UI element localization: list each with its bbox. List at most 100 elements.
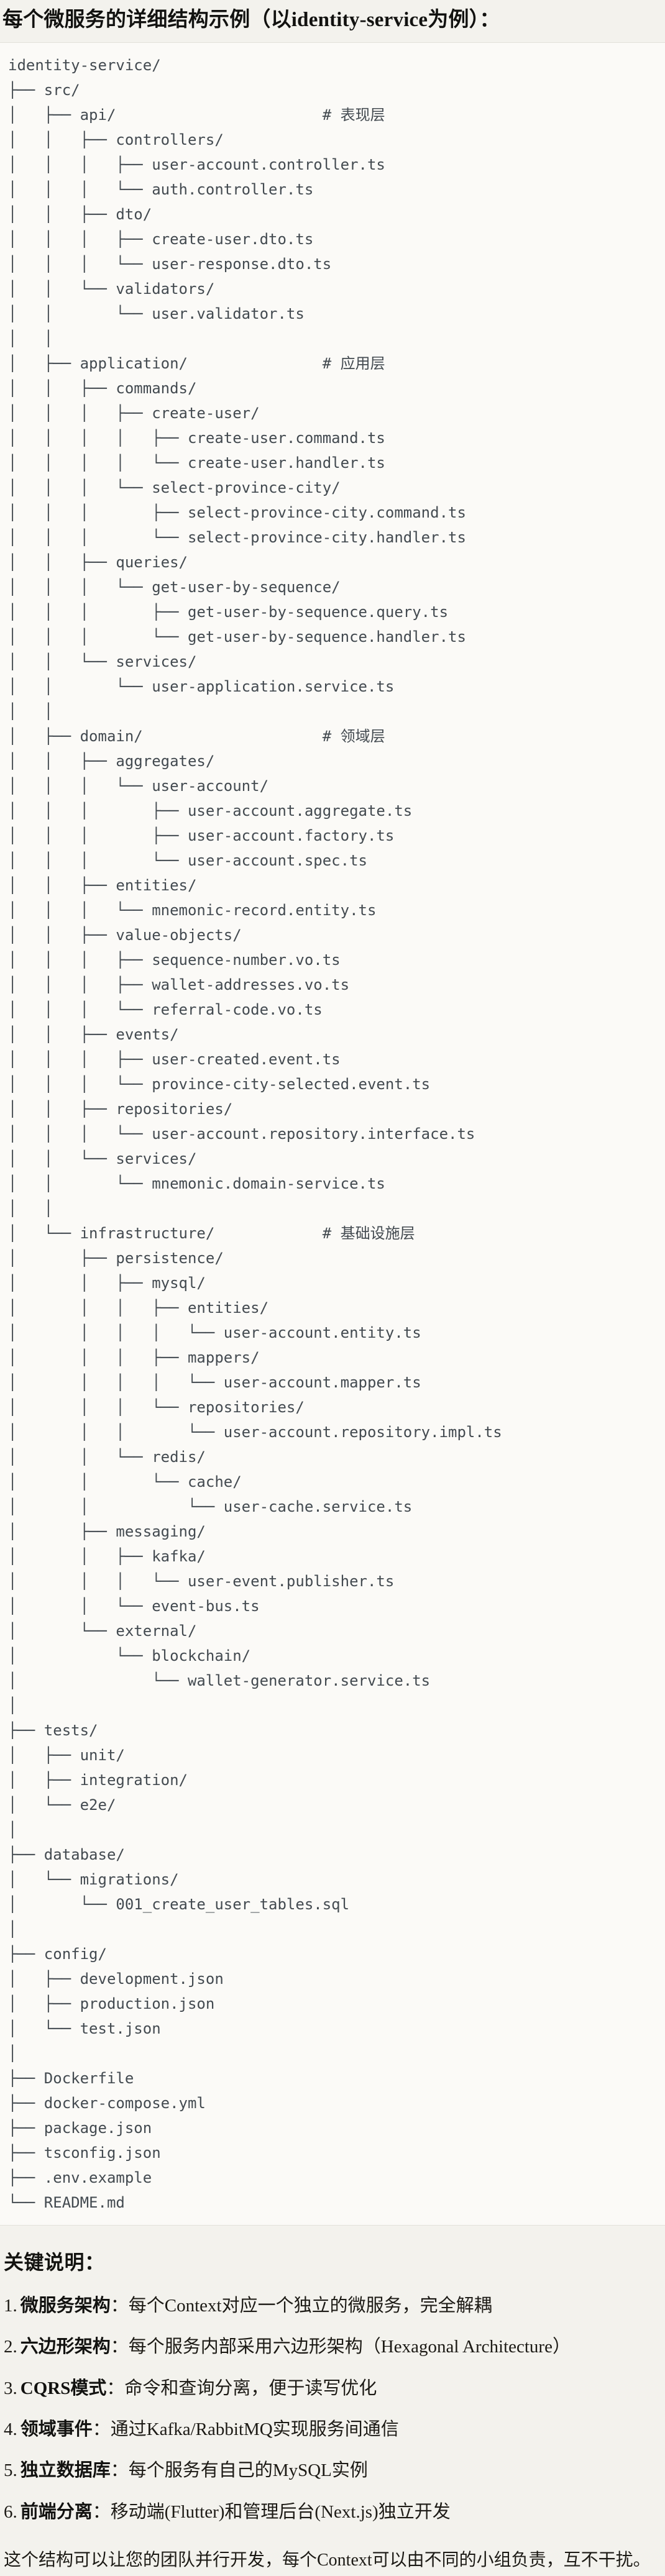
note-item-colon: ： [92,2501,111,2522]
note-item-description: 每个Context对应一个独立的微服务，完全解耦 [128,2295,492,2316]
tree-line: │ ├── api/ # 表现层 [8,106,385,124]
tree-line: │ │ │ └── select-province-city.handler.t… [8,528,466,546]
tree-line: │ │ ├── kafka/ [8,1547,206,1565]
tree-line: ├── package.json [8,2119,152,2137]
tree-line: │ │ └── services/ [8,1149,197,1167]
tree-line: │ │ │ ├── wallet-addresses.vo.ts [8,975,350,993]
tree-line: │ │ ├── repositories/ [8,1100,233,1118]
tree-line: │ │ └── user.validator.ts [8,304,305,322]
tree-line: │ ├── production.json [8,1994,215,2012]
note-item-colon: ： [110,2337,129,2357]
note-item: 6.前端分离：移动端(Flutter)和管理后台(Next.js)独立开发 [4,2502,659,2523]
tree-line: │ └── e2e/ [8,1796,116,1814]
tree-line: │ │ └── user-cache.service.ts [8,1497,413,1515]
tree-line: │ │ └── event-bus.ts [8,1597,260,1615]
note-item-term: 前端分离 [20,2501,93,2522]
tree-line: │ │ │ ├── entities/ [8,1299,269,1317]
tree-line: ├── config/ [8,1945,107,1963]
closing-paragraph: 这个结构可以让您的团队并行开发，每个Context可以由不同的小组负责，互不干扰… [4,2550,651,2570]
key-notes-heading: 关键说明： [4,2250,105,2273]
tree-line: │ │ │ └── repositories/ [8,1398,305,1416]
tree-line: │ ├── persistence/ [8,1249,224,1267]
tree-line: ├── database/ [8,1845,125,1863]
tree-line: │ │ ├── queries/ [8,553,188,571]
tree-line: │ │ ├── events/ [8,1025,179,1043]
tree-line: │ │ └── validators/ [8,280,215,298]
tree-line: │ │ │ └── get-user-by-sequence.handler.t… [8,628,466,646]
tree-line: identity-service/ [8,56,161,74]
note-item-number: 3. [4,2378,17,2398]
tree-line: │ │ │ └── user-account/ [8,777,269,795]
tree-line: │ └── blockchain/ [8,1647,251,1665]
tree-line: ├── tests/ [8,1721,98,1739]
tree-line: │ │ │ ├── create-user.dto.ts [8,230,314,248]
tree-line: │ │ │ ├── user-account.factory.ts [8,826,395,844]
tree-line: │ │ │ └── province-city-selected.event.t… [8,1075,431,1093]
tree-line: │ │ └── cache/ [8,1473,242,1491]
tree-line: │ │ │ ├── user-account.aggregate.ts [8,802,413,820]
tree-line: │ │ │ └── user-account.spec.ts [8,851,367,869]
tree-line: │ │ │ ├── select-province-city.command.t… [8,503,466,521]
note-item-description: 每个服务有自己的MySQL实例 [128,2460,368,2481]
tree-line: │ │ │ │ └── user-account.entity.ts [8,1323,421,1341]
note-item-description: 移动端(Flutter)和管理后台(Next.js)独立开发 [110,2501,451,2522]
directory-tree-code-block: identity-service/ ├── src/ │ ├── api/ # 表现… [0,42,665,2226]
note-item: 4.领域事件：通过Kafka/RabbitMQ实现服务间通信 [4,2419,659,2440]
note-item: 2.六边形架构：每个服务内部采用六边形架构（Hexagonal Architec… [4,2337,659,2357]
tree-line: │ │ ├── aggregates/ [8,752,215,770]
tree-line: │ [8,1696,17,1714]
tree-line: │ │ │ └── auth.controller.ts [8,180,314,198]
tree-line: │ ├── unit/ [8,1746,125,1764]
tree-line: │ ├── application/ # 应用层 [8,354,385,372]
tree-line: │ └── wallet-generator.service.ts [8,1671,431,1689]
tree-line: │ │ │ ├── sequence-number.vo.ts [8,951,341,969]
tree-line: │ ├── development.json [8,1970,224,1988]
note-item-colon: ： [110,2460,129,2481]
note-item-description: 通过Kafka/RabbitMQ实现服务间通信 [110,2419,399,2439]
tree-line: │ │ ├── controllers/ [8,130,224,148]
key-notes-section: 关键说明： 1.微服务架构：每个Context对应一个独立的微服务，完全解耦 2… [0,2226,665,2576]
note-item-term: 领域事件 [20,2419,93,2439]
tree-line: │ │ │ └── user-event.publisher.ts [8,1572,395,1590]
tree-line: │ [8,1920,17,1938]
tree-line: │ │ └── redis/ [8,1448,206,1466]
tree-line: │ │ │ └── user-response.dto.ts [8,255,332,273]
note-item-term: CQRS模式 [20,2378,107,2398]
tree-line: │ │ │ ├── user-account.controller.ts [8,155,385,173]
note-item-colon: ： [92,2419,111,2439]
tree-line: ├── .env.example [8,2168,152,2186]
note-item-term: 微服务架构 [20,2295,111,2316]
tree-line: │ │ │ │ ├── create-user.command.ts [8,429,385,447]
tree-line: │ │ ├── commands/ [8,379,197,397]
tree-line: ├── Dockerfile [8,2069,134,2087]
tree-line: │ │ ├── dto/ [8,205,152,223]
tree-line: ├── docker-compose.yml [8,2094,206,2112]
tree-line: │ │ ├── mysql/ [8,1274,206,1292]
note-item-term: 独立数据库 [20,2460,111,2481]
tree-line: └── README.md [8,2193,125,2211]
note-item-colon: ： [110,2295,129,2316]
note-item-number: 1. [4,2295,17,2316]
note-item-number: 2. [4,2337,17,2357]
tree-line: │ │ └── user-application.service.ts [8,677,395,695]
tree-line: │ └── external/ [8,1622,197,1640]
tree-line: ├── tsconfig.json [8,2144,161,2162]
note-item: 5.独立数据库：每个服务有自己的MySQL实例 [4,2460,659,2481]
tree-line: │ │ [8,702,53,720]
note-item-term: 六边形架构 [20,2337,111,2357]
tree-line: │ │ │ │ └── create-user.handler.ts [8,454,385,472]
note-item-colon: ： [106,2378,125,2398]
note-item: 1.微服务架构：每个Context对应一个独立的微服务，完全解耦 [4,2296,659,2316]
tree-line: ├── src/ [8,81,80,99]
note-item-description: 命令和查询分离，便于读写优化 [124,2378,377,2398]
note-item-number: 5. [4,2460,17,2481]
tree-line: │ └── test.json [8,2019,161,2037]
tree-line: │ ├── messaging/ [8,1522,206,1540]
tree-line: │ │ └── services/ [8,652,197,670]
tree-line: │ │ │ └── select-province-city/ [8,478,341,496]
tree-line: │ │ │ ├── user-created.event.ts [8,1050,341,1068]
key-notes-list: 1.微服务架构：每个Context对应一个独立的微服务，完全解耦 2.六边形架构… [4,2296,659,2523]
tree-line: │ [8,1820,17,1838]
tree-line: │ [8,2044,17,2062]
